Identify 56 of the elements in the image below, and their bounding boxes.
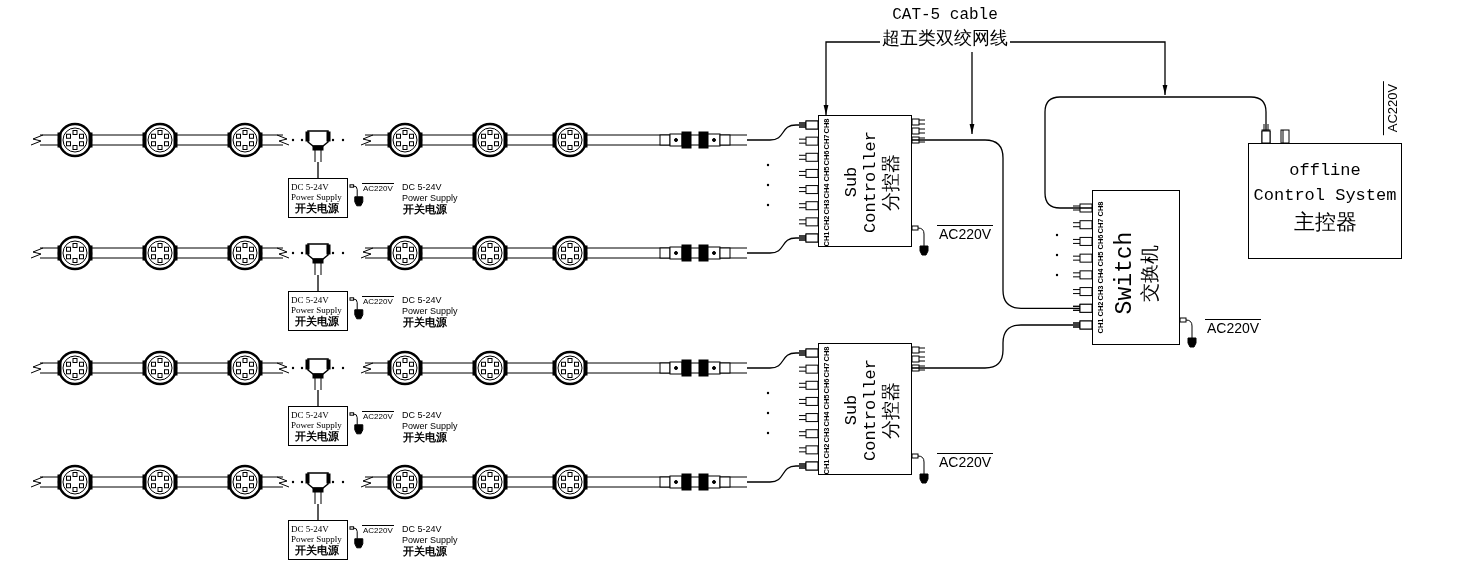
power-supply-box xyxy=(288,178,348,218)
device-label: 主控器 xyxy=(1293,209,1357,236)
voltage-label: AC220V xyxy=(1205,319,1262,336)
power-supply-box xyxy=(288,291,348,331)
device-label: 开关电源 xyxy=(295,202,339,215)
sub-controller-box xyxy=(818,343,912,475)
voltage-label: AC220V xyxy=(1383,80,1401,136)
power-supply-label: 开关电源 xyxy=(403,545,447,558)
device-label: 分控器 xyxy=(880,381,902,439)
device-label: Switch xyxy=(1111,231,1139,315)
voltage-label: AC220V xyxy=(937,453,994,470)
device-label: 开关电源 xyxy=(295,430,339,443)
cable-line xyxy=(746,233,819,254)
device-label: 交换机 xyxy=(1138,244,1161,302)
device-label: offline Control System xyxy=(1252,160,1398,207)
device-label: DC 5-24V Power Supply xyxy=(291,295,343,315)
device-label: Sub Controller xyxy=(842,130,880,235)
leader-arrow xyxy=(823,41,881,116)
device-label: 开关电源 xyxy=(295,315,339,328)
sub-controller-box xyxy=(818,115,912,247)
cable-line xyxy=(317,503,319,521)
device-label: DC 5-24V Power Supply xyxy=(291,524,343,544)
power-supply-label: DC 5-24V Power Supply xyxy=(402,410,459,432)
cable-line xyxy=(317,161,319,179)
power-supply-label: DC 5-24V Power Supply xyxy=(402,182,459,204)
power-supply-label: 开关电源 xyxy=(403,431,447,444)
voltage-label: AC220V xyxy=(937,225,994,242)
device-label: DC 5-24V Power Supply xyxy=(291,182,343,202)
voltage-label: AC220V xyxy=(362,183,394,193)
switch-box xyxy=(1092,190,1180,345)
voltage-label: AC220V xyxy=(362,525,394,535)
device-label: 分控器 xyxy=(880,153,902,211)
power-supply-label: DC 5-24V Power Supply xyxy=(402,524,459,546)
cable-line xyxy=(911,139,1093,313)
voltage-label: AC220V xyxy=(362,411,394,421)
cable-line xyxy=(911,320,1093,369)
voltage-label: AC220V xyxy=(362,296,394,306)
cable-line xyxy=(746,120,819,141)
leader-arrow xyxy=(1009,41,1168,96)
power-supply-label: 开关电源 xyxy=(403,203,447,216)
power-supply-label: 开关电源 xyxy=(403,316,447,329)
cable-line xyxy=(746,461,819,483)
device-label: DC 5-24V Power Supply xyxy=(291,410,343,430)
cable-line xyxy=(317,389,319,407)
cable-line xyxy=(1044,96,1271,209)
power-supply-label: DC 5-24V Power Supply xyxy=(402,295,459,317)
power-supply-box xyxy=(288,406,348,446)
leader-arrow xyxy=(969,51,975,135)
cable-line xyxy=(746,348,819,369)
cable-label: 超五类双绞网线 xyxy=(882,27,1008,50)
cable-line xyxy=(317,274,319,292)
master-controller-box xyxy=(1248,143,1402,259)
device-label: 开关电源 xyxy=(295,544,339,557)
device-label: Sub Controller xyxy=(842,358,880,463)
cable-label: CAT-5 cable xyxy=(892,5,998,26)
power-supply-box xyxy=(288,520,348,560)
